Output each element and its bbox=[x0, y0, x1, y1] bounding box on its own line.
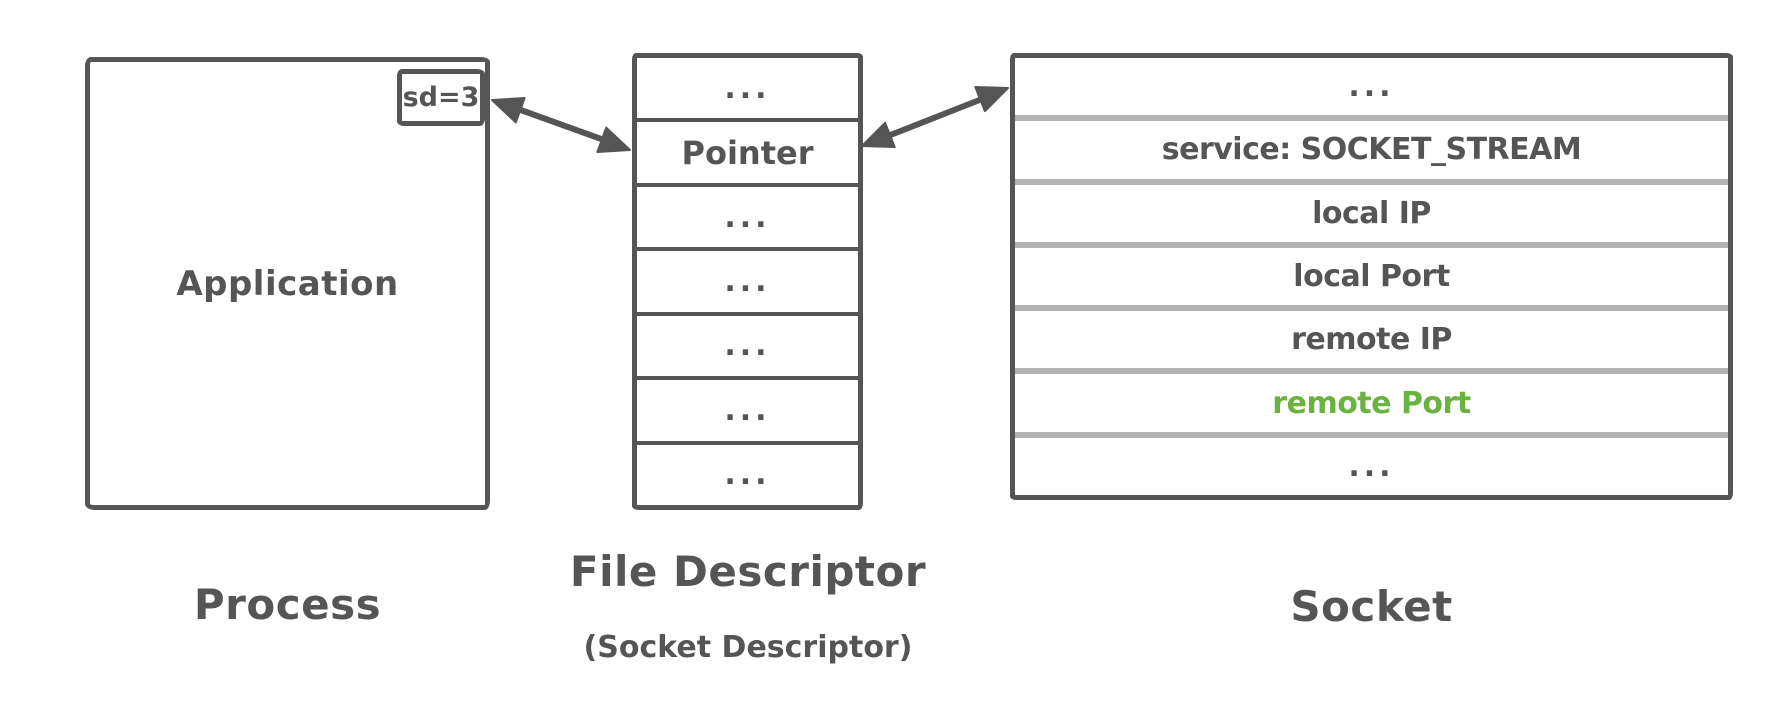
sd-badge: sd=3 bbox=[397, 69, 485, 126]
fd-row: ... bbox=[637, 311, 858, 376]
fd-row: ... bbox=[637, 440, 858, 505]
arrow-pointer-to-socket bbox=[861, 86, 1009, 148]
socket-row-service: service: SOCKET_STREAM bbox=[1015, 115, 1728, 178]
fd-row: ... bbox=[724, 70, 771, 106]
file-descriptor-caption: File Descriptor bbox=[569, 547, 927, 596]
process-box: Application sd=3 bbox=[85, 57, 490, 510]
fd-row: ... bbox=[637, 182, 858, 247]
fd-row-pointer: Pointer bbox=[637, 118, 858, 182]
socket-row-remote-port: remote Port bbox=[1015, 368, 1728, 431]
application-label: Application bbox=[176, 263, 399, 304]
socket-caption: Socket bbox=[1290, 582, 1453, 631]
socket-row-remote-ip: remote IP bbox=[1015, 305, 1728, 368]
fd-row: ... bbox=[637, 376, 858, 440]
socket-box: ... service: SOCKET_STREAM local IP loca… bbox=[1010, 53, 1733, 500]
socket-row: ... bbox=[1015, 431, 1728, 495]
file-descriptor-table: ... Pointer ... ... ... ... ... bbox=[632, 53, 863, 510]
socket-descriptor-subcaption: (Socket Descriptor) bbox=[583, 630, 913, 665]
arrow-sd-to-pointer bbox=[491, 97, 631, 153]
socket-row: ... bbox=[1348, 69, 1395, 105]
fd-row: ... bbox=[637, 247, 858, 311]
socket-row-local-port: local Port bbox=[1015, 241, 1728, 305]
socket-row-local-ip: local IP bbox=[1015, 178, 1728, 242]
process-caption: Process bbox=[193, 580, 382, 629]
